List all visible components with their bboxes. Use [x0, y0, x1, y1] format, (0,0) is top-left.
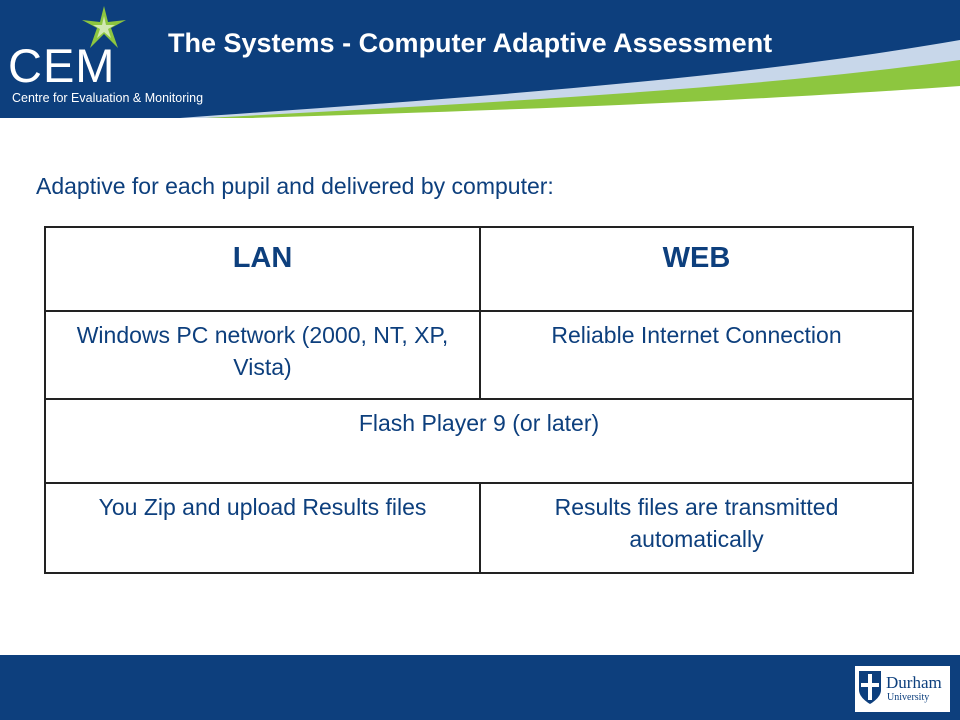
- intro-text: Adaptive for each pupil and delivered by…: [36, 173, 554, 199]
- header-lan: LAN: [44, 226, 481, 312]
- comparison-table: LAN WEB Windows PC network (2000, NT, XP…: [44, 226, 914, 574]
- header-banner: CEM Centre for Evaluation & Monitoring T…: [0, 0, 960, 118]
- cell-lan-requirement: Windows PC network (2000, NT, XP, Vista): [44, 310, 481, 400]
- table-header-row: LAN WEB: [44, 226, 914, 312]
- durham-shield-icon: [859, 671, 881, 704]
- durham-logo-subtitle: University: [887, 692, 930, 703]
- cell-lan-results: You Zip and upload Results files: [44, 482, 481, 574]
- footer-bar: [0, 655, 960, 720]
- slide-title: The Systems - Computer Adaptive Assessme…: [168, 28, 773, 58]
- header-web: WEB: [479, 226, 914, 312]
- cell-web-requirement: Reliable Internet Connection: [479, 310, 914, 400]
- cem-logo-subtitle: Centre for Evaluation & Monitoring: [12, 91, 204, 105]
- cem-logo-text: CEM: [8, 39, 116, 92]
- table-row: Flash Player 9 (or later): [44, 398, 914, 484]
- star-icon: [82, 6, 126, 48]
- header-wave-decoration: [180, 40, 960, 118]
- cell-flash-requirement: Flash Player 9 (or later): [44, 398, 914, 484]
- table-row: You Zip and upload Results files Results…: [44, 482, 914, 574]
- durham-logo: Durham University: [855, 666, 950, 712]
- durham-logo-name: Durham: [886, 673, 942, 692]
- cell-web-results: Results files are transmitted automatica…: [479, 482, 914, 574]
- table-row: Windows PC network (2000, NT, XP, Vista)…: [44, 310, 914, 400]
